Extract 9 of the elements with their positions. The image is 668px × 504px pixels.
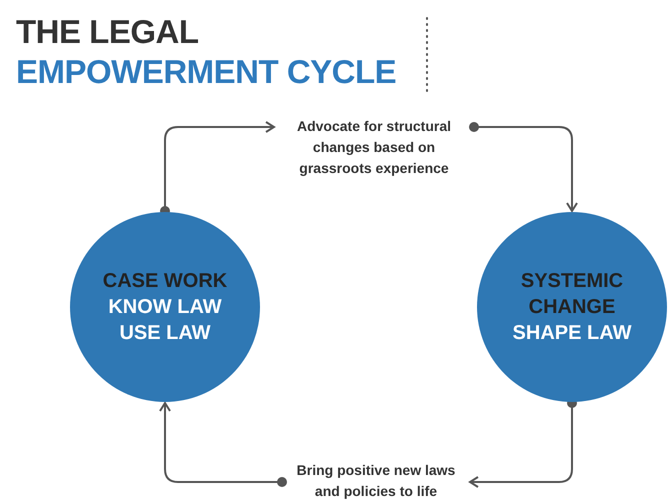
arrow	[159, 402, 287, 487]
step-text: Bring positive new laws and policies to life	[284, 460, 468, 502]
circle-label: SHAPE LAW	[512, 321, 632, 346]
step-text: Advocate for structural changes based on grassroots experience	[276, 116, 472, 179]
circle-label: SYSTEMIC CHANGE	[520, 269, 624, 320]
arrow	[469, 122, 578, 212]
title: THE LEGAL EMPOWERMENT CYCLE	[16, 12, 398, 92]
circle-label: KNOW LAW USE LAW	[107, 295, 223, 346]
circle-label: CASE WORK	[102, 269, 228, 294]
